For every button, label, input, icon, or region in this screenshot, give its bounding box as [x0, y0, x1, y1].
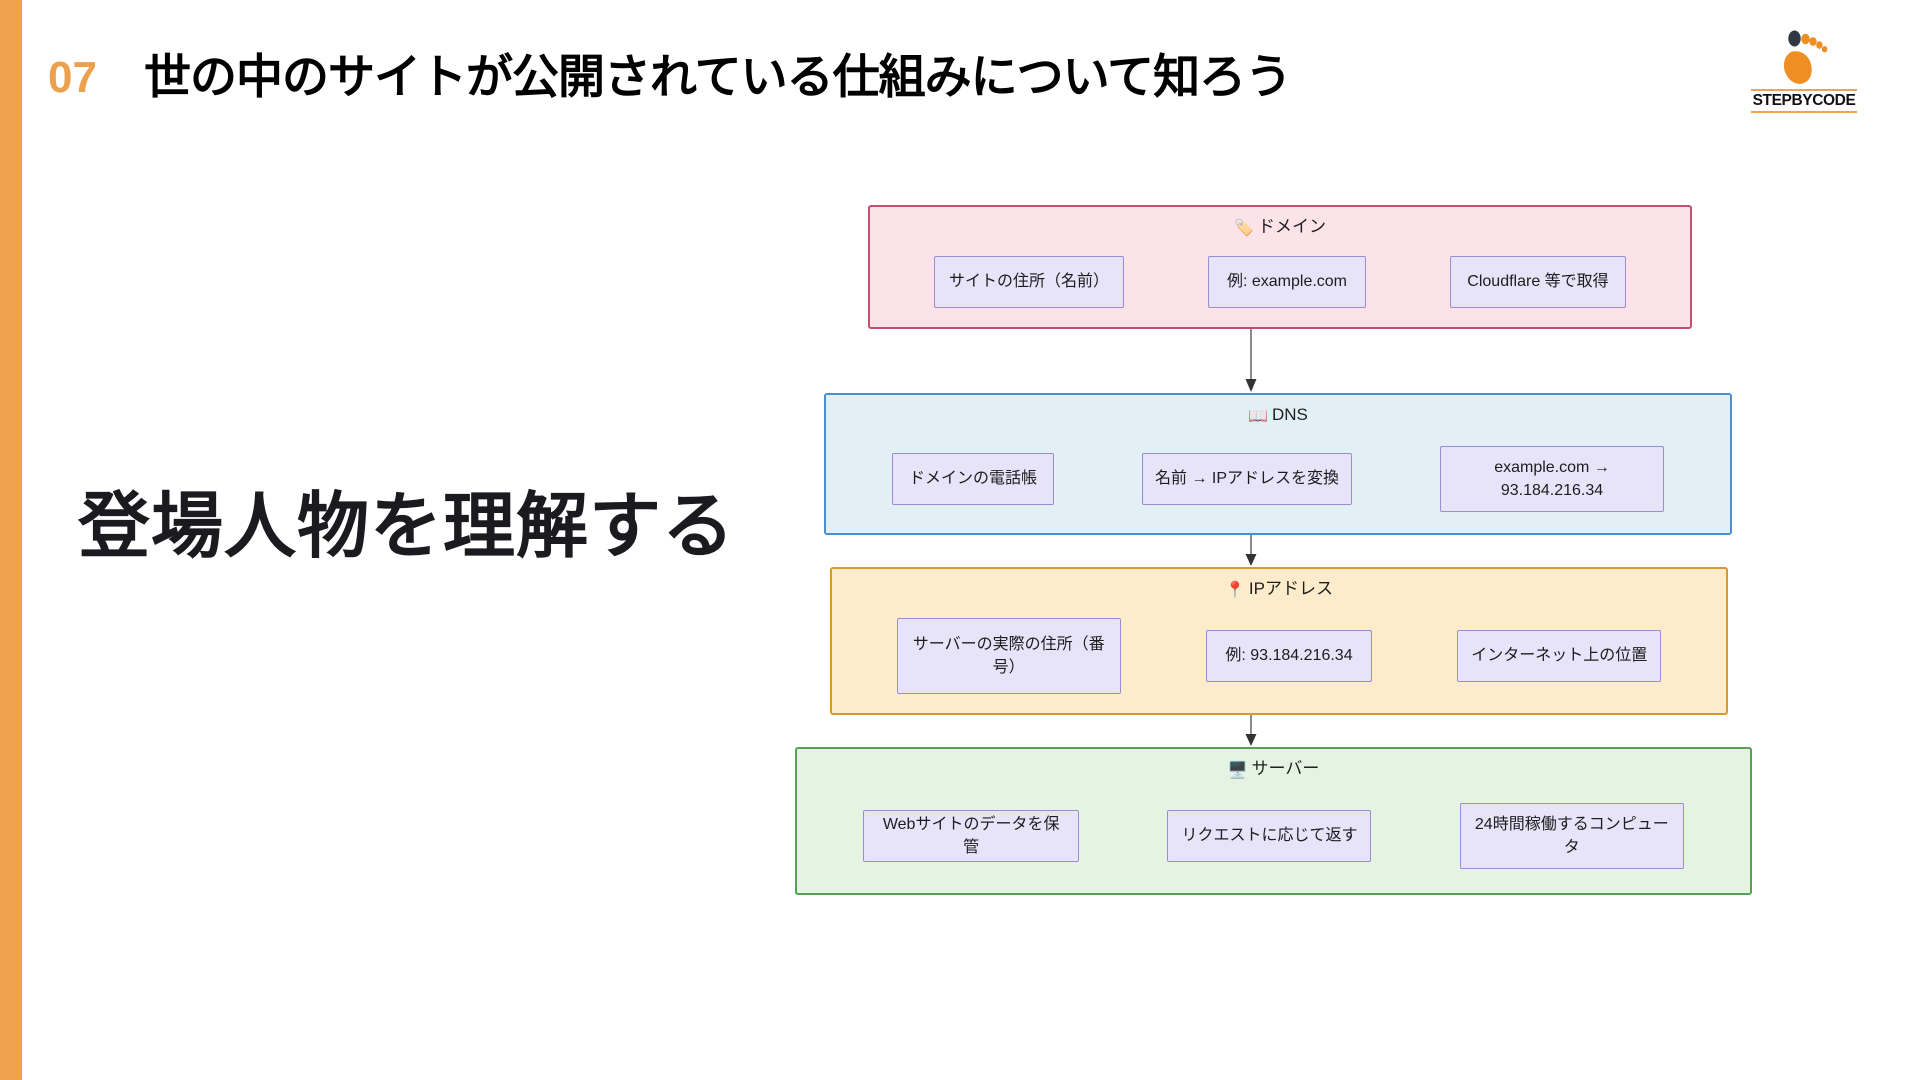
stage-domain-title: 🏷️ドメイン [870, 217, 1690, 237]
section-headline: 登場人物を理解する [78, 484, 736, 568]
stage-server: 🖥️サーバー Webサイトのデータを保管 リクエストに応じて返す 24時間稼働す… [795, 747, 1752, 895]
stage-dns-title: 📖DNS [826, 405, 1730, 425]
stage-ip-address: 📍IPアドレス サーバーの実際の住所（番号） 例: 93.184.216.34 … [830, 567, 1728, 715]
card: インターネット上の位置 [1457, 630, 1662, 682]
card: サイトの住所（名前） [934, 256, 1124, 308]
brand-wordmark: STEPBYCODE [1750, 89, 1858, 113]
stage-dns-cards: ドメインの電話帳 名前 → IPアドレスを変換 example.com → 93… [826, 437, 1730, 521]
card: Cloudflare 等で取得 [1450, 256, 1626, 308]
stage-domain: 🏷️ドメイン サイトの住所（名前） 例: example.com Cloudfl… [868, 205, 1692, 329]
card: 名前 → IPアドレスを変換 [1142, 453, 1352, 505]
architecture-flow-diagram: 🏷️ドメイン サイトの住所（名前） 例: example.com Cloudfl… [780, 195, 1760, 1015]
brand-logo: STEPBYCODE [1740, 30, 1868, 122]
connector-arrow-ip-to-server [1245, 715, 1257, 746]
connector-arrow-domain-to-dns [1245, 329, 1257, 392]
stage-domain-cards: サイトの住所（名前） 例: example.com Cloudflare 等で取… [870, 249, 1690, 315]
label-tag-icon: 🏷️ [1234, 218, 1254, 237]
stage-ip-title: 📍IPアドレス [832, 579, 1726, 599]
left-accent-bar [0, 0, 22, 1080]
card: 例: example.com [1208, 256, 1366, 308]
slide-number: 07 [48, 53, 97, 102]
card: リクエストに応じて返す [1167, 810, 1372, 862]
stage-server-cards: Webサイトのデータを保管 リクエストに応じて返す 24時間稼働するコンピュータ [797, 791, 1750, 881]
map-pin-icon: 📍 [1225, 580, 1245, 599]
card: 24時間稼働するコンピュータ [1459, 803, 1684, 869]
stage-dns: 📖DNS ドメインの電話帳 名前 → IPアドレスを変換 example.com… [824, 393, 1732, 535]
card: Webサイトのデータを保管 [863, 810, 1080, 862]
connector-arrow-dns-to-ip [1245, 535, 1257, 566]
slide-title: 世の中のサイトが公開されている仕組みについて知ろう [144, 50, 1292, 106]
card: 例: 93.184.216.34 [1205, 630, 1372, 682]
card: サーバーの実際の住所（番号） [896, 618, 1121, 694]
slide-header: 07 世の中のサイトが公開されている仕組みについて知ろう [48, 38, 1848, 118]
computer-monitor-icon: 🖥️ [1227, 760, 1248, 779]
stage-ip-cards: サーバーの実際の住所（番号） 例: 93.184.216.34 インターネット上… [832, 611, 1726, 701]
open-book-icon: 📖 [1248, 406, 1268, 425]
footprint-icon [1783, 30, 1828, 84]
card: ドメインの電話帳 [892, 453, 1054, 505]
stage-server-label: サーバー [1251, 759, 1320, 778]
stage-ip-label: IPアドレス [1248, 579, 1333, 598]
stage-server-title: 🖥️サーバー [797, 759, 1750, 779]
stage-dns-label: DNS [1272, 405, 1308, 424]
card: example.com → 93.184.216.34 [1440, 446, 1664, 512]
stage-domain-label: ドメイン [1257, 217, 1326, 236]
